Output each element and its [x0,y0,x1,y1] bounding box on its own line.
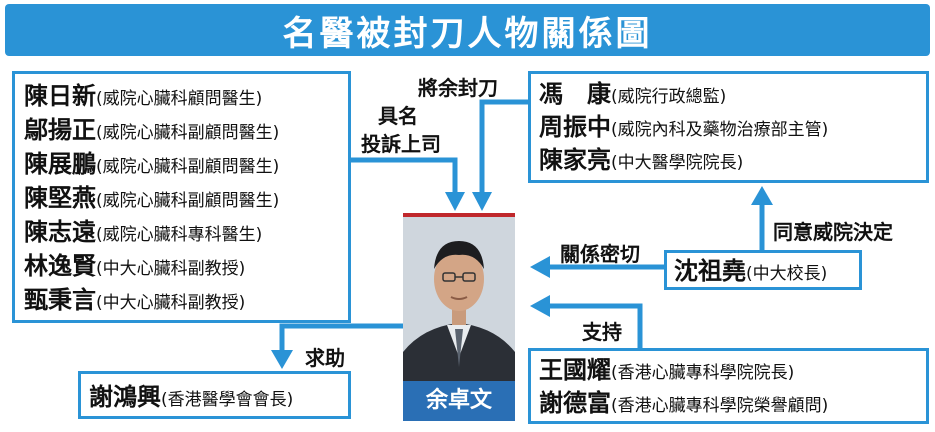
complainants-box: 陳日新(威院心臟科顧問醫生) 鄔揚正(威院心臟科副顧問醫生) 陳展鵬(威院心臟科… [12,71,351,323]
arrowhead [530,256,550,278]
person-name: 馮 康 [539,80,611,108]
person-title: (中大校長) [746,264,828,284]
person-entry: 沈祖堯(中大校長) [674,259,859,283]
person-name: 林逸賢 [24,252,96,280]
person-entry: 謝鴻興(香港醫學會會長) [89,385,348,409]
person-title: (威院心臟科顧問醫生) [96,89,263,109]
person-title: (威院心臟科副顧問醫生) [96,191,280,211]
person-title: (中大心臟科副教授) [96,259,246,279]
label-signed-line1: 具名 [378,104,418,128]
person-title: (香港醫學會會長) [161,390,294,410]
arrowhead [751,186,773,205]
person-name: 陳日新 [24,82,96,110]
person-title: (威院心臟科副顧問醫生) [96,157,280,177]
person-entry: 林逸賢(中大心臟科副教授) [24,254,348,288]
person-title: (威院心臟科專科醫生) [96,225,263,245]
person-entry: 陳志遠(威院心臟科專科醫生) [24,220,348,254]
arrowhead [445,192,465,211]
person-name: 陳展鵬 [24,150,96,178]
arrow-support [550,303,643,348]
person-entry: 甄秉言(中大心臟科副教授) [24,288,348,322]
arrow-suspend [479,99,528,192]
person-name: 陳家亮 [539,146,611,174]
person-name: 周振中 [539,113,611,141]
person-entry: 陳日新(威院心臟科顧問醫生) [24,84,348,118]
arrowhead [530,295,550,317]
person-name: 陳堅燕 [24,184,96,212]
person-entry: 陳堅燕(威院心臟科副顧問醫生) [24,186,348,220]
university-head-box: 沈祖堯(中大校長) [664,250,862,290]
center-person-name: 余卓文 [403,381,515,421]
arrowhead [271,350,293,369]
person-title: (威院行政總監) [611,87,727,107]
person-name: 謝鴻興 [89,383,161,411]
person-title: (香港心臟專科學院院長) [611,363,795,383]
center-person-photo: 余卓文 [403,213,515,421]
arrowhead [472,192,492,211]
label-seek-help: 求助 [305,346,345,370]
arrow-seek-help [279,323,403,350]
person-entry: 王國耀(香港心臟專科學院院長) [539,358,926,391]
person-title: (威院內科及藥物治療部主管) [611,120,829,140]
decision-makers-box: 馮 康(威院行政總監) 周振中(威院內科及藥物治療部主管) 陳家亮(中大醫學院院… [528,71,929,183]
label-support: 支持 [582,320,622,344]
person-name: 鄔揚正 [24,116,96,144]
label-agree: 同意威院決定 [773,220,893,244]
person-name: 陳志遠 [24,218,96,246]
medical-association-box: 謝鴻興(香港醫學會會長) [78,371,351,419]
person-entry: 鄔揚正(威院心臟科副顧問醫生) [24,118,348,152]
person-entry: 陳家亮(中大醫學院院長) [539,148,926,181]
person-name: 甄秉言 [24,286,96,314]
person-title: (中大醫學院院長) [611,153,744,173]
label-close-relation: 關係密切 [560,242,640,266]
arrow-complaint [351,157,458,192]
title-banner: 名醫被封刀人物關係圖 [5,4,930,56]
portrait-illustration [403,217,515,385]
person-entry: 馮 康(威院行政總監) [539,82,926,115]
label-signed-line2: 投訴上司 [361,132,441,156]
person-entry: 陳展鵬(威院心臟科副顧問醫生) [24,152,348,186]
diagram-title: 名醫被封刀人物關係圖 [282,13,653,54]
person-name: 沈祖堯 [674,257,746,285]
person-name: 王國耀 [539,356,611,384]
person-title: (香港心臟專科學院榮譽顧問) [611,396,829,416]
person-name: 謝德富 [539,389,611,417]
supporters-box: 王國耀(香港心臟專科學院院長) 謝德富(香港心臟專科學院榮譽顧問) [528,348,929,424]
label-suspended: 將余封刀 [418,76,498,100]
person-title: (中大心臟科副教授) [96,293,246,313]
person-entry: 周振中(威院內科及藥物治療部主管) [539,115,926,148]
person-entry: 謝德富(香港心臟專科學院榮譽顧問) [539,391,926,424]
person-title: (威院心臟科副顧問醫生) [96,123,280,143]
